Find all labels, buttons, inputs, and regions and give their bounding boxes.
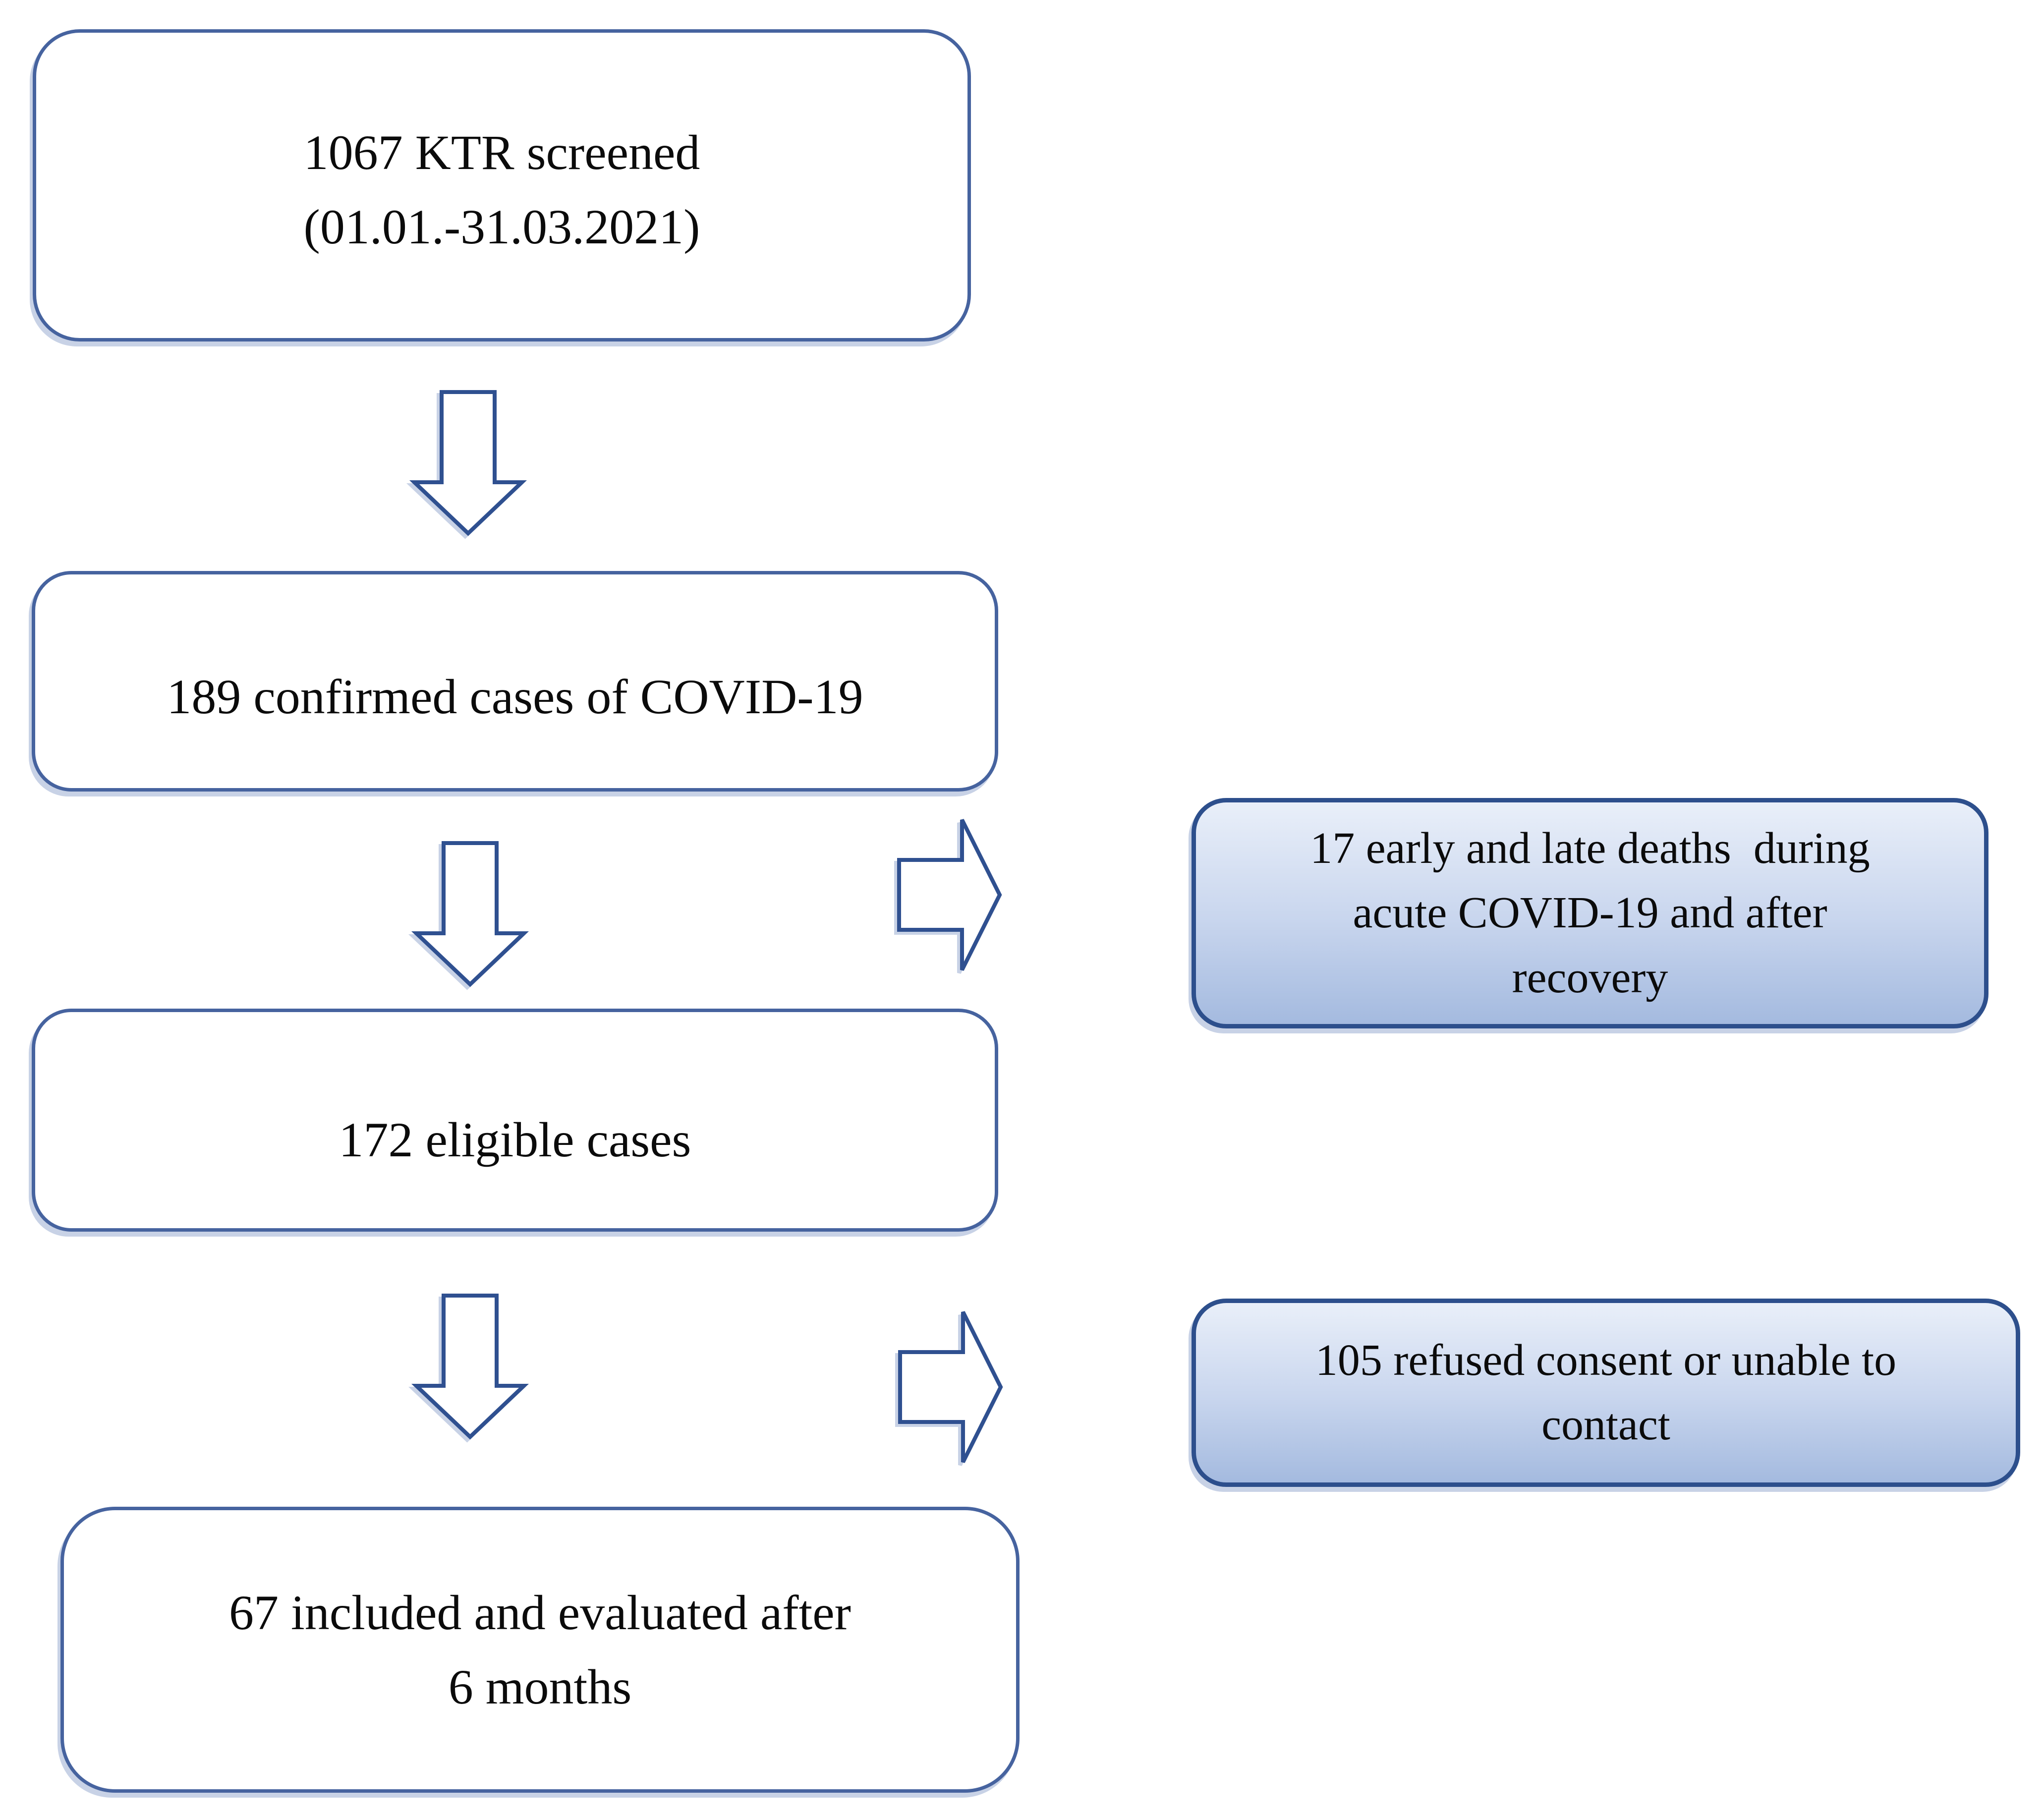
right-arrow-shape [897,819,1002,971]
flow-box-eligible: 172 eligible cases [32,1009,998,1232]
right-arrow-shape [898,1311,1003,1463]
flow-box-eligible-line1: 172 eligible cases [339,1112,691,1167]
flow-box-screened-line1: 1067 KTR screened [303,125,700,180]
flow-box-included-line1: 67 included and evaluated after [229,1585,851,1640]
side-box-refused-line1: 105 refused consent or unable to [1315,1335,1897,1385]
flow-box-included-line2: 6 months [448,1659,632,1714]
flow-box-confirmed-line1: 189 confirmed cases of COVID-19 [167,669,863,724]
down-arrow-icon [411,1294,529,1440]
side-box-deaths-line1: 17 early and late deaths during [1310,823,1870,873]
right-arrow-icon [898,1311,1003,1463]
down-arrow-icon [411,841,529,987]
down-arrow-icon [409,390,527,536]
flow-box-screened-line2: (01.01.-31.03.2021) [303,199,700,254]
right-arrow-icon [897,819,1002,971]
side-box-deaths-line3: recovery [1512,953,1668,1002]
side-box-refused: 105 refused consent or unable to contact [1192,1299,2020,1487]
down-arrow-shape [411,841,529,987]
flow-box-confirmed: 189 confirmed cases of COVID-19 [32,571,998,792]
flow-box-screened: 1067 KTR screened (01.01.-31.03.2021) [33,29,971,341]
side-box-refused-line2: contact [1541,1400,1670,1449]
down-arrow-shape [409,390,527,536]
side-box-deaths-line2: acute COVID-19 and after [1353,888,1827,938]
flow-box-included: 67 included and evaluated after 6 months [60,1507,1020,1793]
down-arrow-shape [411,1294,529,1440]
side-box-deaths: 17 early and late deaths during acute CO… [1192,798,1988,1028]
